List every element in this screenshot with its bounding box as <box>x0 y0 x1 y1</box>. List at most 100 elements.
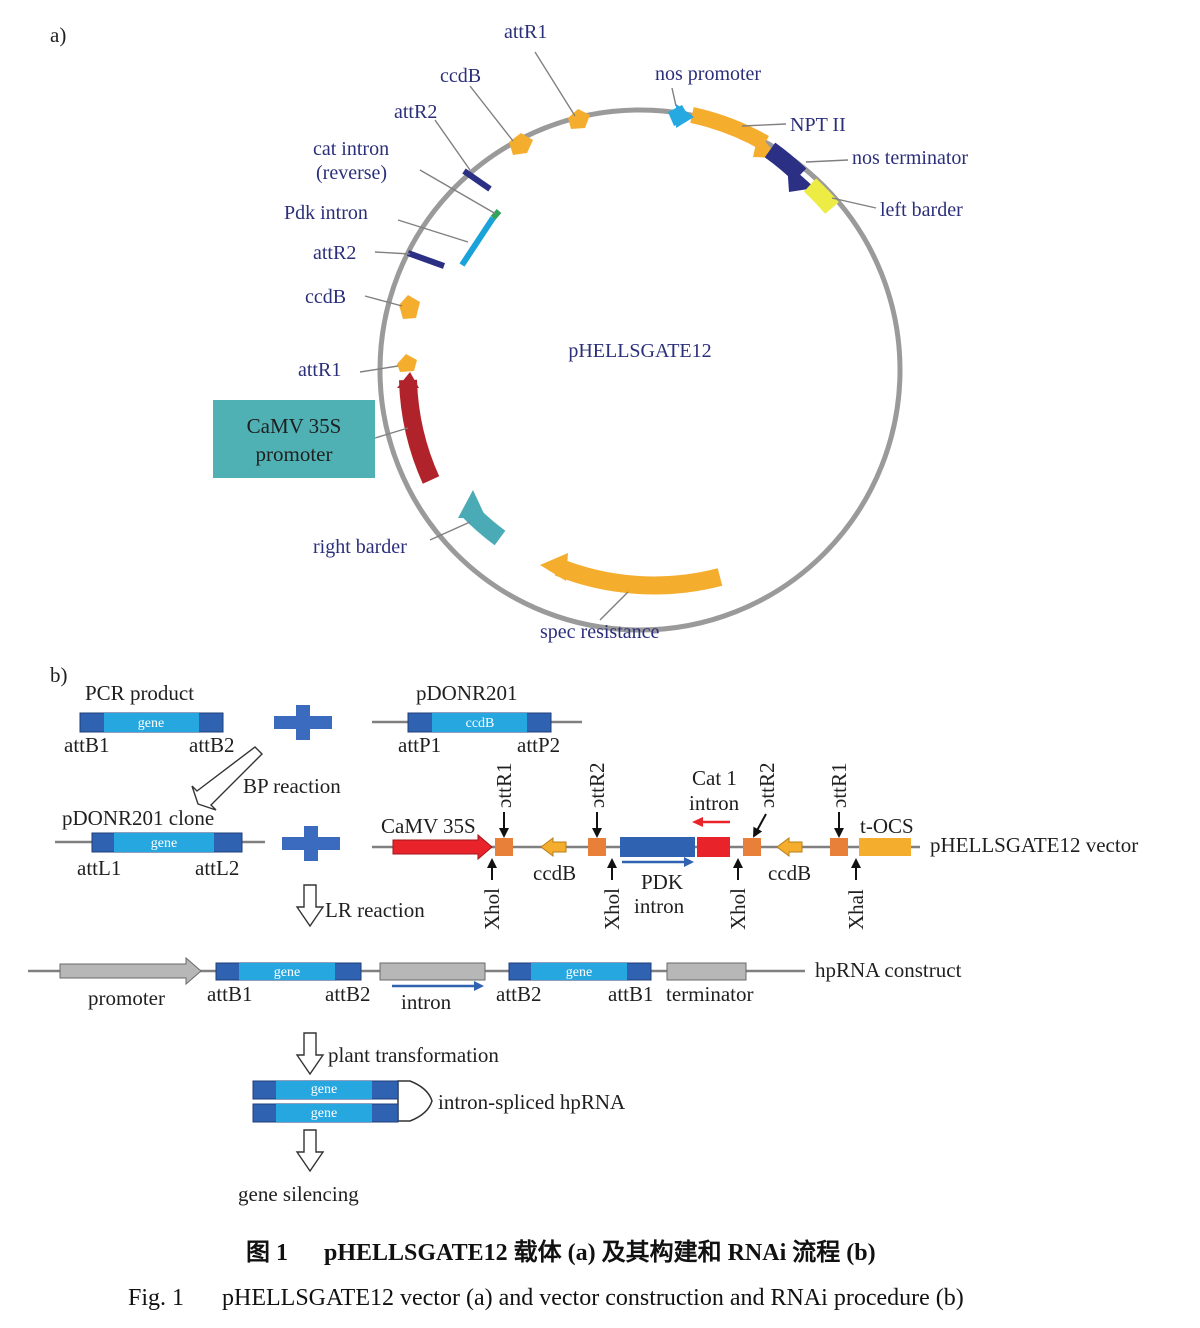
construct-attB2-left-label: attB2 <box>325 982 371 1006</box>
intron-spliced-label: intron-spliced hpRNA <box>438 1090 626 1114</box>
pdonr-label: pDONR201 <box>416 681 518 705</box>
xhoi-3-label: Xhol <box>726 888 750 930</box>
vector-attR1-right-site <box>830 838 848 856</box>
clone-attL1-label: attL1 <box>77 856 121 880</box>
construct-gene-1-segment <box>239 963 335 980</box>
ccdB-mid-leader <box>364 295 403 307</box>
clone-gene-segment <box>114 833 214 852</box>
cat-intron-label-2: (reverse) <box>316 162 387 184</box>
vector-cat-direction-head <box>692 817 703 827</box>
cat-intron-label-1: Cat 1 <box>692 766 737 790</box>
left-border-leader <box>831 197 877 209</box>
caption-cn-text: pHELLSGATE12 载体 (a) 及其构建和 RNAi 流程 (b) <box>324 1238 876 1266</box>
camv-label-1: CaMV 35S <box>247 414 342 438</box>
pdonr-ccdB-segment <box>432 713 527 732</box>
gene-silencing-arrow <box>295 1129 325 1173</box>
construct-gene-1-label: gene <box>274 965 300 980</box>
construct-gene-2-label: gene <box>566 965 592 980</box>
attR2-mid-label: attR2 <box>313 242 356 264</box>
vector-camv-arrow <box>392 833 493 861</box>
construct-attB2-right-label: attB2 <box>496 982 542 1006</box>
plus-icon <box>282 826 340 861</box>
plasmid-name: pHELLSGATE12 <box>568 340 711 362</box>
attR1-top-label: attR1 <box>504 21 547 43</box>
attR1-mid-label: attR1 <box>298 359 341 381</box>
pdk-intron-site <box>459 216 496 267</box>
panel-a-label: a) <box>50 23 66 47</box>
clone-attL2-label: attL2 <box>195 856 239 880</box>
lr-reaction-label: LR reaction <box>325 898 425 922</box>
nos-terminator-arrowhead <box>787 163 815 192</box>
construct-promoter-label: promoter <box>88 986 165 1010</box>
plasmid-backbone <box>377 107 903 633</box>
right-border-arrowhead <box>458 490 486 518</box>
construct-gene-2-segment <box>531 963 627 980</box>
attR1-mid-leader <box>359 365 399 373</box>
camv-label-2: promoter <box>256 442 333 466</box>
spec-leader <box>599 591 629 621</box>
attR2-top-label: attR2 <box>394 101 437 123</box>
pdonr-clone-label: pDONR201 clone <box>62 806 214 830</box>
vector-attR2-right-site <box>743 838 761 856</box>
left-border-feature <box>803 178 839 214</box>
construct-intron <box>379 962 486 981</box>
npt-ii-label: NPT II <box>790 114 846 136</box>
right-border-leader <box>429 521 471 541</box>
cat-intron-site <box>490 209 502 220</box>
vector-pdk-direction-head <box>684 857 694 867</box>
spec-resistance-arrowhead <box>540 553 568 581</box>
plant-transformation-label: plant transformation <box>328 1043 499 1067</box>
hairpin-loop <box>397 1080 433 1122</box>
construct-attB1-right-label: attB1 <box>608 982 654 1006</box>
nos-promoter-label: nos promoter <box>655 63 761 85</box>
xhoi-2-label: Xhol <box>600 888 624 930</box>
attR1-mid-feature <box>397 354 417 372</box>
clone-gene-label: gene <box>151 836 177 851</box>
vector-ccdB-right-arrow <box>776 837 803 857</box>
vector-ccdB-right-label: ccdB <box>768 861 811 885</box>
pcr-gene-label: gene <box>138 716 164 731</box>
pdk-intron-label-1: PDK <box>641 870 683 894</box>
pcr-product-label: PCR product <box>85 681 194 705</box>
lr-reaction-arrow <box>295 884 325 928</box>
xhoi-1-label: Xhol <box>480 888 504 930</box>
bp-reaction-label: BP reaction <box>243 774 341 798</box>
construct-intron-direction-head <box>474 981 484 991</box>
pcr-gene-segment <box>104 713 199 732</box>
vector-attR2-right-label: ɔttR2 <box>755 763 779 809</box>
vector-name-label: pHELLSGATE12 vector <box>930 833 1138 857</box>
plant-transformation-arrow <box>295 1032 325 1076</box>
construct-terminator <box>666 962 747 981</box>
vector-attR1-left-label: ɔttR1 <box>492 763 516 809</box>
vector-attR2-left-label: ɔttR2 <box>585 763 609 809</box>
nos-promoter-arrowhead <box>676 104 694 128</box>
xhai-label: Xhal <box>844 889 868 930</box>
nos-promoter-leader <box>671 87 677 107</box>
attR1-top-feature <box>568 109 590 129</box>
caption-en-text: pHELLSGATE12 vector (a) and vector const… <box>222 1285 964 1311</box>
vector-tocs <box>859 838 911 856</box>
attR2-mid-site <box>406 250 446 269</box>
panel-b-label: b) <box>50 663 68 687</box>
npt-leader <box>741 123 787 127</box>
ccdB-top-leader <box>469 85 514 142</box>
vector-pdk-intron <box>620 837 695 857</box>
hairpin-gene-top-label: gene <box>311 1082 337 1097</box>
left-border-label: left barder <box>880 199 963 221</box>
bp-reaction-arrow <box>191 746 263 811</box>
camv-label-box <box>213 400 375 478</box>
caption-cn-label: 图 1 <box>246 1239 288 1266</box>
construct-promoter <box>59 956 202 986</box>
plus-icon <box>274 705 332 740</box>
pdonr-ccdB-label: ccdB <box>466 716 495 731</box>
attR2-mid-leader <box>374 251 411 255</box>
tocs-label: t-OCS <box>860 814 914 838</box>
vector-camv-label: CaMV 35S <box>381 814 476 838</box>
camv-35s-feature <box>399 379 440 484</box>
construct-attB1-left-label: attB1 <box>207 982 253 1006</box>
attR2-top-site <box>462 168 492 192</box>
pdonr-attP1-label: attP1 <box>398 733 441 757</box>
right-border-label: right barder <box>313 536 407 558</box>
hairpin-bottom-gene <box>276 1104 372 1122</box>
